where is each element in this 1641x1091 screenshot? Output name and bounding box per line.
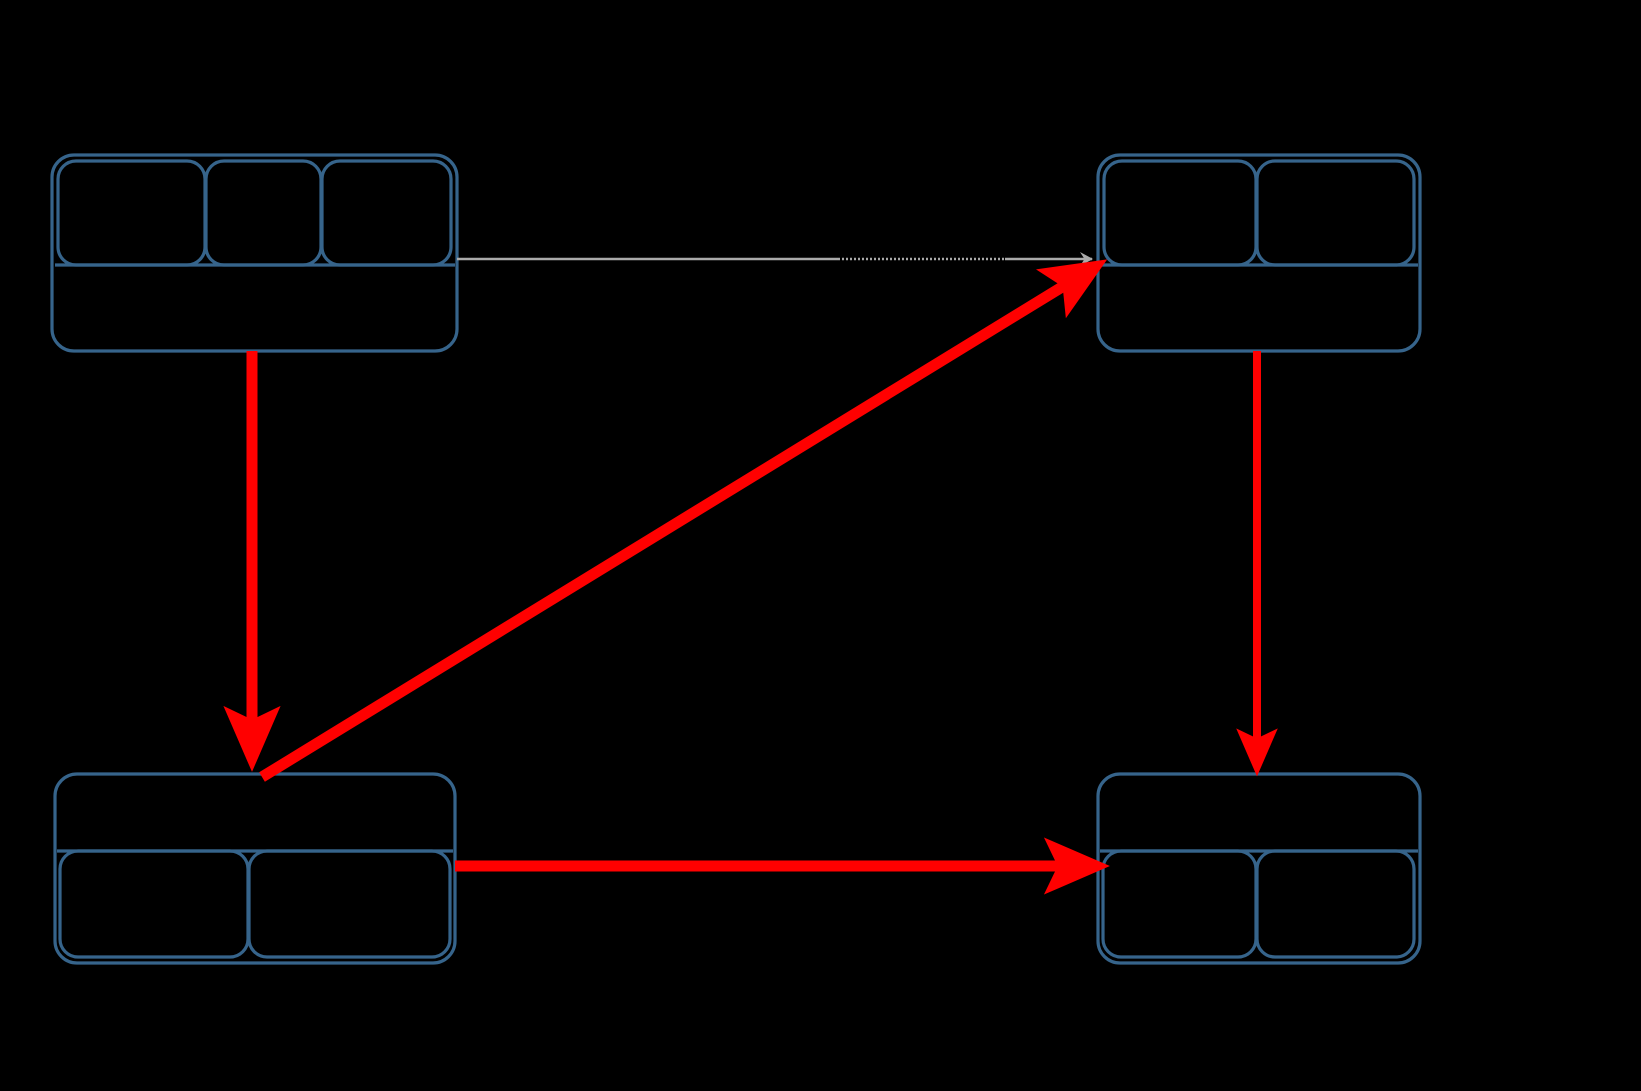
node-bottom-left-outline [53,772,457,965]
node-top-right-cell-1[interactable] [1102,159,1258,267]
node-bottom-left[interactable] [53,772,457,965]
node-top-right[interactable] [1096,153,1422,353]
node-top-left-cell-1[interactable] [56,159,207,267]
node-top-left[interactable] [50,153,459,353]
node-bottom-right-cell-1[interactable] [1101,849,1258,959]
node-top-right-cell-2[interactable] [1255,159,1416,267]
node-bottom-right[interactable] [1096,772,1422,965]
node-bottom-left-cell-1[interactable] [58,849,250,959]
node-top-left-cell-3[interactable] [320,159,453,267]
node-top-left-cell-2[interactable] [204,159,323,267]
node-bottom-right-outline [1096,772,1422,965]
node-top-left-outline [50,153,459,353]
node-bottom-left-cell-2[interactable] [247,849,452,959]
edge-bottomleft-to-topright[interactable] [259,259,1108,782]
node-bottom-right-cell-2[interactable] [1255,849,1416,959]
